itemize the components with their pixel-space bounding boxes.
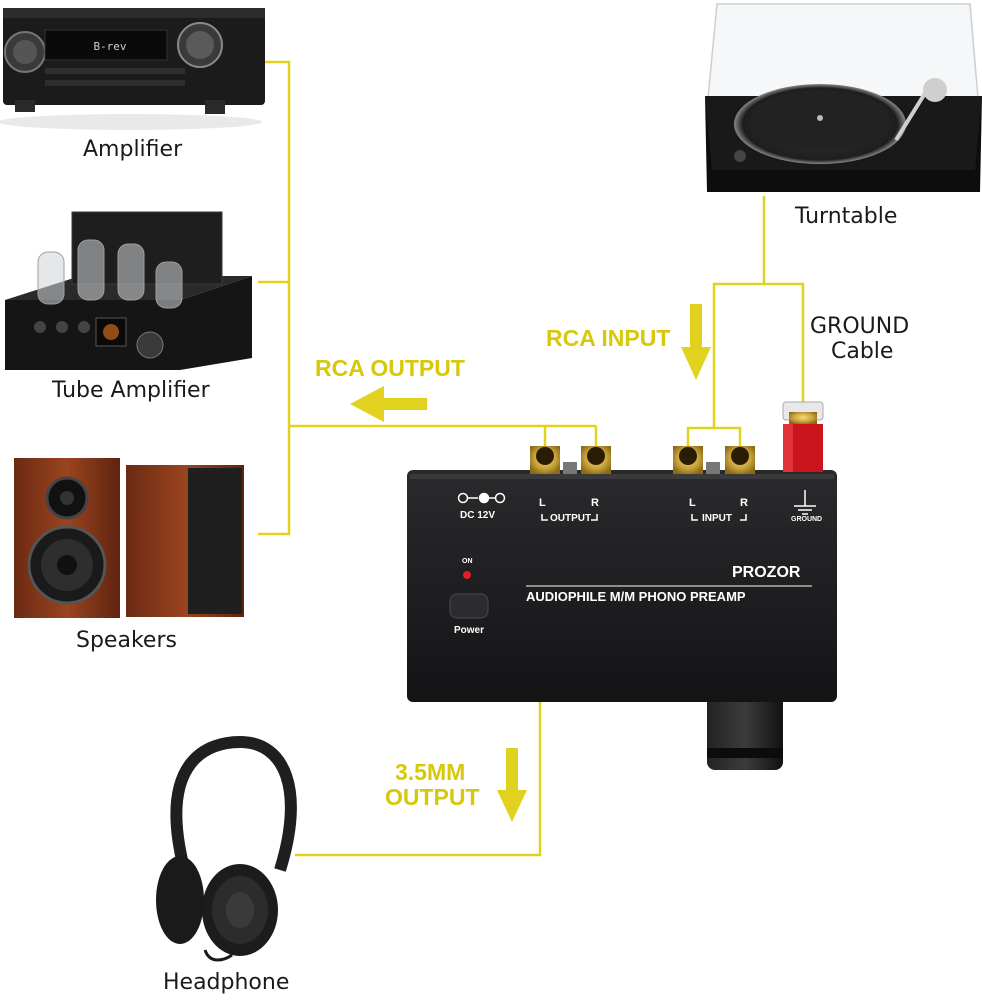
power-button[interactable] [449, 593, 489, 619]
arrows [350, 304, 711, 822]
output-35mm-label-line2: OUTPUT [385, 784, 480, 810]
turntable-label: Turntable [795, 204, 898, 229]
ground-terminal [782, 401, 824, 472]
rca-input-jacks [673, 446, 755, 474]
power-label: Power [454, 625, 485, 636]
ground-port-label: GROUND [791, 516, 823, 523]
connector-lines [258, 60, 805, 857]
headphone-label: Headphone [163, 970, 290, 995]
volume-knob [707, 694, 783, 770]
ear-cup-left [156, 856, 204, 944]
power-on-label: ON [462, 558, 473, 565]
rca-input-arrow [681, 304, 711, 380]
amp-display [44, 29, 168, 61]
rca-output-arrow [350, 386, 427, 422]
speakers-label: Speakers [76, 628, 177, 653]
headphone-image [156, 735, 297, 962]
headphone-line [295, 702, 542, 857]
amplifier-image: B-rev [0, 8, 265, 130]
input-port-label: INPUT [702, 513, 732, 524]
rca-output-jacks [530, 446, 611, 474]
input-ground-bracket [712, 282, 805, 428]
tube-amplifier-label: Tube Amplifier [52, 378, 210, 403]
ground-cable-label-line2: Cable [831, 339, 894, 364]
output-r-label: R [591, 497, 599, 509]
phono-preamp [407, 401, 837, 770]
ground-symbol [794, 490, 816, 515]
power-led [463, 571, 471, 579]
output-l-label: L [539, 497, 546, 509]
turntable-image [705, 3, 982, 192]
brand-name: PROZOR [732, 564, 801, 581]
ground-cable-label-line1: GROUND [810, 314, 910, 339]
rca-input-label: RCA INPUT [546, 325, 671, 351]
amp-bracket-line [258, 60, 291, 536]
headphone-band [170, 735, 297, 872]
output-35mm-label-line1: 3.5MM [395, 759, 466, 785]
model-name: AUDIOPHILE M/M PHONO PREAMP [526, 589, 746, 604]
port-brackets [541, 514, 747, 521]
input-lr-bracket [686, 426, 742, 452]
input-r-label: R [740, 497, 748, 509]
input-l-label: L [689, 497, 696, 509]
amp-display-text: B-rev [93, 40, 126, 53]
tube-amplifier-image [5, 211, 252, 370]
speakers-image [14, 458, 244, 618]
rca-output-label: RCA OUTPUT [315, 355, 465, 381]
output-35mm-arrow [497, 748, 527, 822]
tube-amp-knob [136, 331, 164, 359]
output-port-label: OUTPUT [550, 513, 592, 524]
dc-12v-label: DC 12V [460, 510, 496, 521]
amplifier-label: Amplifier [83, 137, 183, 162]
vacuum-tubes [37, 239, 183, 309]
vu-meter [95, 317, 127, 347]
dc-polarity-symbol [457, 492, 506, 504]
